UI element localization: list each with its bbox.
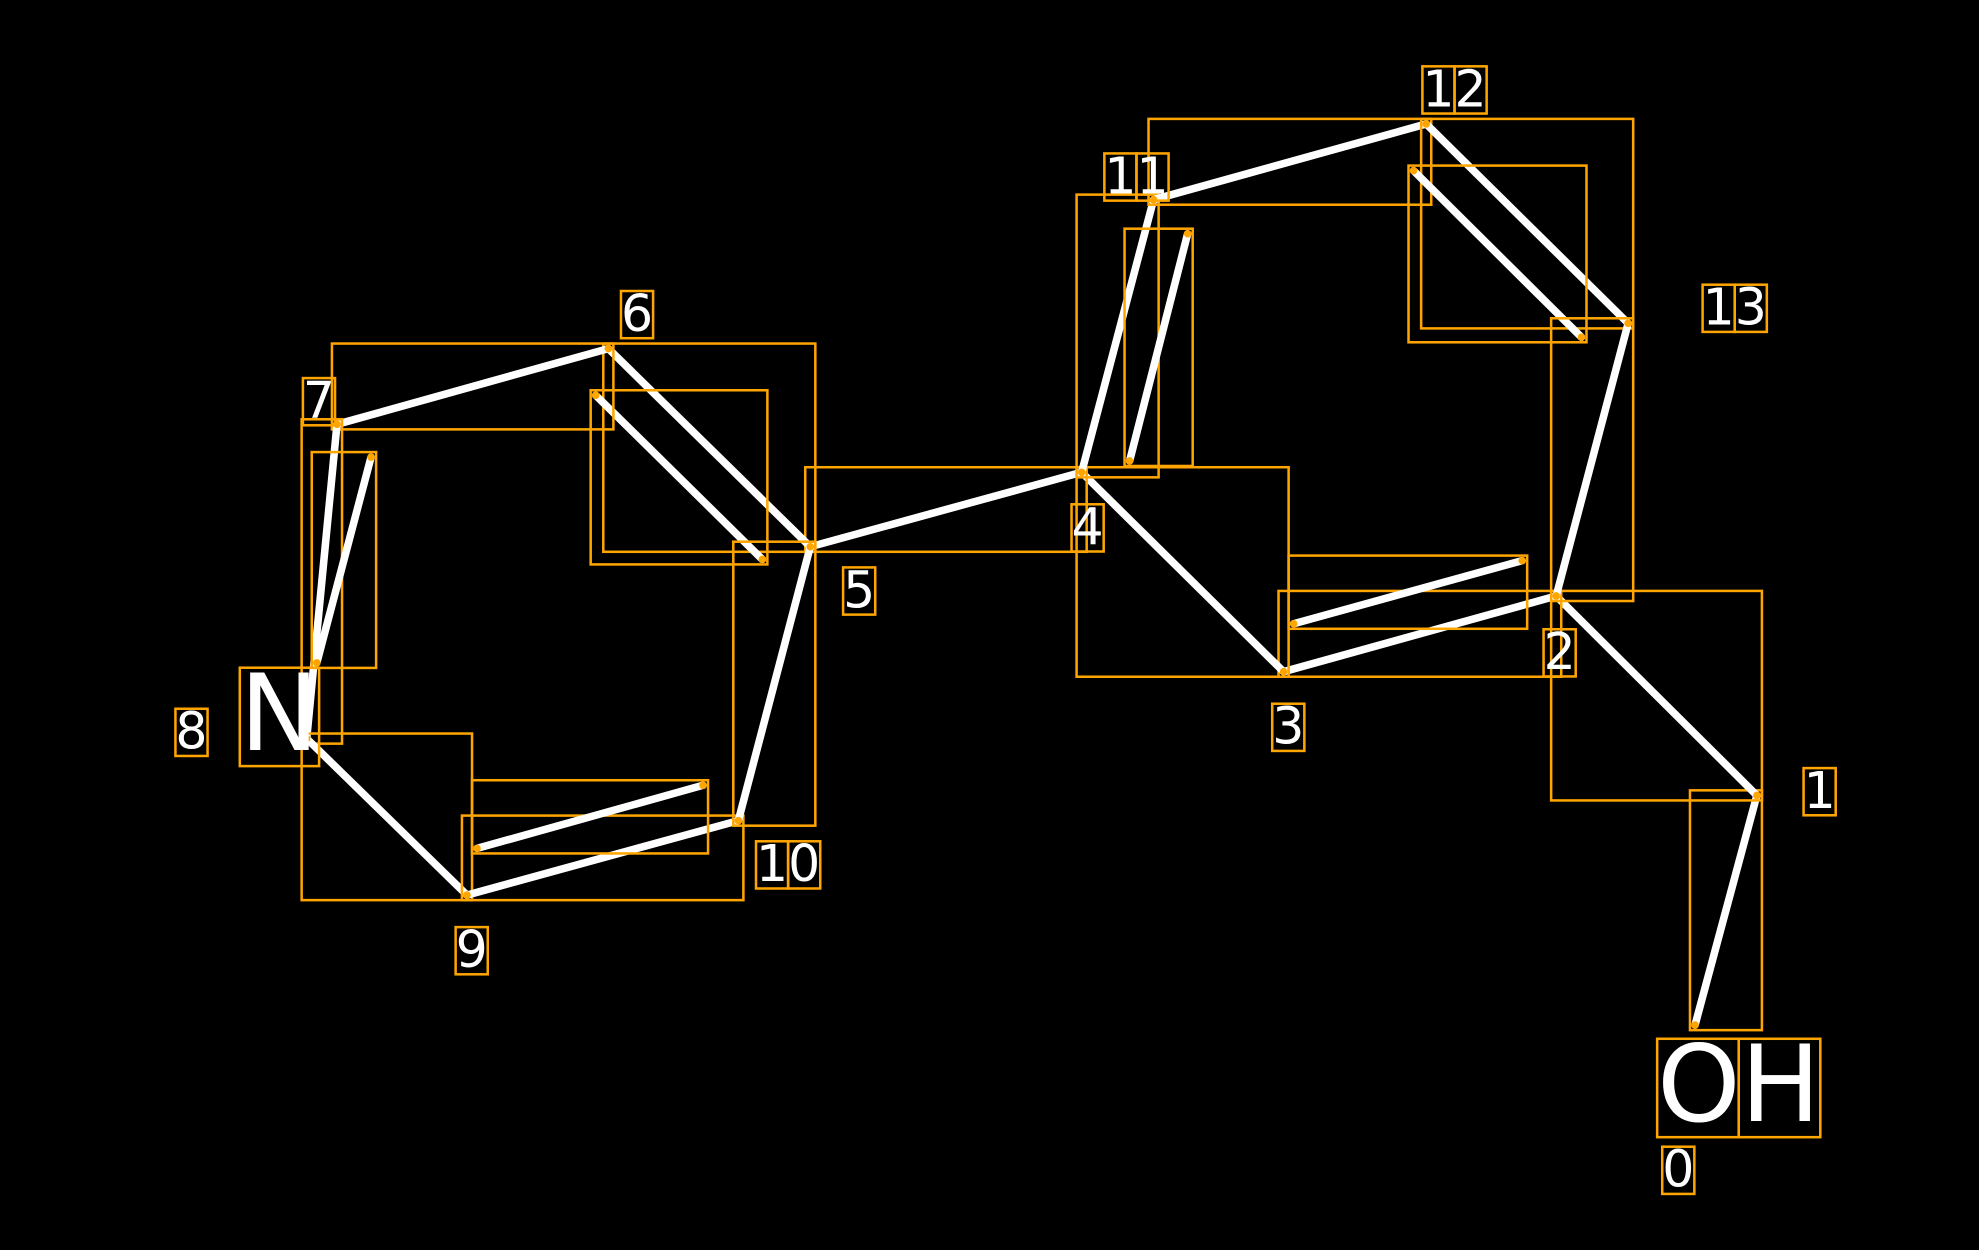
bond-endpoint <box>1691 1021 1699 1029</box>
atom-index-0: 0 <box>1662 1140 1694 1199</box>
bond-5-6-inner <box>591 391 767 564</box>
bond-7-8 <box>302 420 341 743</box>
bond-12-13-inner <box>1409 166 1586 342</box>
bond-2-3 <box>1279 592 1560 676</box>
bond-5-6 <box>604 344 815 551</box>
bond-2-3-inner <box>1289 556 1526 628</box>
bond-endpoint <box>1577 333 1586 342</box>
bond-4-11 <box>1077 195 1158 477</box>
label-bounding-box <box>1660 1145 1696 1196</box>
bond-bounding-box <box>1688 789 1764 1032</box>
atom-index-5: 5 <box>843 560 875 619</box>
bond-endpoint <box>734 816 743 825</box>
atom-index-1: 1 <box>1804 761 1836 820</box>
atom-index-4: 4 <box>1072 497 1104 556</box>
bond-endpoint <box>1279 667 1288 676</box>
bond-4-11-inner <box>1125 229 1192 465</box>
atom-index-6: 6 <box>621 284 653 343</box>
bond-endpoint <box>604 344 613 353</box>
bond-11-12 <box>1149 120 1430 204</box>
bond-1-2 <box>1552 592 1761 800</box>
label-bounding-box <box>1542 627 1577 678</box>
bond-12-13 <box>1422 120 1632 328</box>
bond-endpoint <box>1518 556 1526 565</box>
label-bounding-box <box>454 925 490 976</box>
bond-bounding-box <box>1123 227 1194 468</box>
bond-endpoint <box>591 391 600 400</box>
bond-10-5 <box>734 542 815 825</box>
bond-endpoint <box>1289 619 1298 628</box>
label-bounding-box <box>1733 283 1769 334</box>
bond-8-9 <box>302 734 471 899</box>
bond-4-5 <box>806 468 1086 551</box>
label-bounding-box <box>1070 503 1105 553</box>
bond-endpoint <box>1409 166 1418 175</box>
atom-index-3: 3 <box>1272 697 1304 756</box>
bond-bounding-box <box>732 540 817 827</box>
bond-endpoint <box>699 781 707 790</box>
bond-bounding-box <box>470 778 710 855</box>
bond-endpoint <box>1624 319 1632 328</box>
label-bounding-box <box>238 666 321 768</box>
bond-bounding-box <box>1549 317 1635 603</box>
bond-endpoint <box>1552 592 1560 600</box>
label-bounding-box <box>619 289 655 340</box>
bond-13-2 <box>1552 319 1632 600</box>
label-bounding-box <box>1453 65 1488 115</box>
bond-bounding-box <box>310 450 378 670</box>
bond-bounding-box <box>589 388 769 566</box>
atom-element-N: N <box>240 653 319 776</box>
bond-endpoint <box>1422 120 1430 128</box>
bond-endpoint <box>1753 791 1761 800</box>
bond-3-4 <box>1077 468 1288 676</box>
bond-endpoint <box>1183 229 1192 238</box>
bond-bounding-box <box>1549 589 1764 802</box>
label-bounding-box <box>301 376 337 427</box>
bond-bounding-box <box>602 342 817 554</box>
bond-9-10 <box>463 816 743 899</box>
bond-endpoint <box>1125 457 1134 465</box>
label-bounding-box <box>1270 702 1306 753</box>
bond-7-8-inner <box>313 453 375 667</box>
atom-index-8: 8 <box>175 702 207 761</box>
bond-bounding-box <box>330 342 615 431</box>
bond-9-10-inner <box>473 781 707 853</box>
bond-bounding-box <box>1147 117 1433 206</box>
bond-bounding-box <box>803 465 1088 554</box>
bond-endpoint <box>313 659 321 667</box>
bond-endpoint <box>1077 468 1086 477</box>
bond-endpoint <box>367 453 375 461</box>
label-bounding-box <box>174 707 209 758</box>
bond-endpoint <box>806 542 815 551</box>
bond-bounding-box <box>1407 164 1588 344</box>
bonds-layer <box>300 117 1764 1032</box>
label-bounding-box <box>841 566 877 616</box>
label-bounding-box <box>1802 766 1837 817</box>
label-bounding-box <box>1737 1037 1822 1139</box>
bond-6-7 <box>333 344 613 429</box>
bond-endpoint <box>758 555 767 564</box>
atom-index-7: 7 <box>303 371 335 430</box>
bond-endpoint <box>463 891 471 899</box>
bond-0-1 <box>1691 791 1761 1029</box>
bond-bounding-box <box>1419 117 1635 330</box>
atom-index-2: 2 <box>1544 622 1576 681</box>
bond-endpoint <box>302 734 311 743</box>
label-bounding-box <box>1135 152 1170 202</box>
bond-endpoint <box>473 844 481 853</box>
label-bounding-box <box>786 840 822 890</box>
atom-index-9: 9 <box>456 920 488 979</box>
